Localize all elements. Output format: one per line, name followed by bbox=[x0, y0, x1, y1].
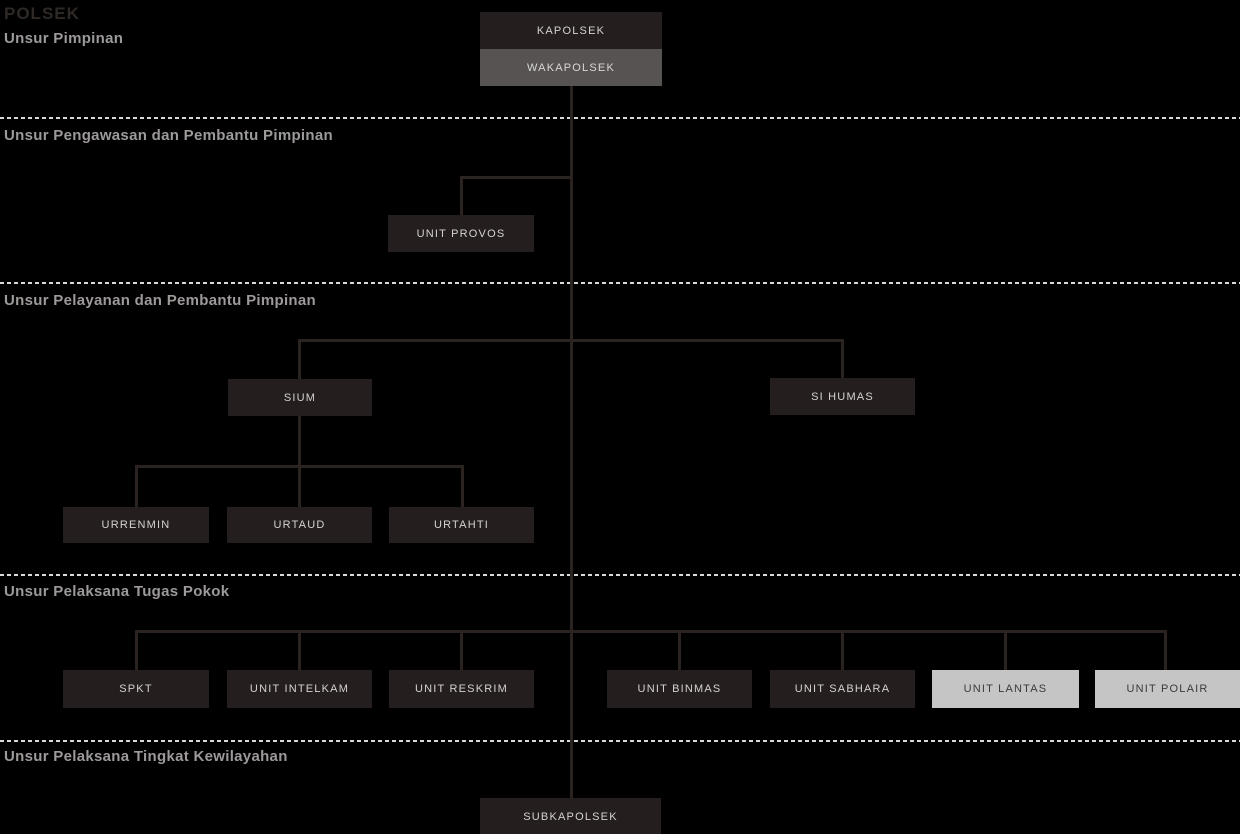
org-node-unit-provos: UNIT PROVOS bbox=[388, 215, 534, 252]
org-node-unit-reskrim: UNIT RESKRIM bbox=[389, 670, 534, 708]
org-node-subkapolsek: SUBKAPOLSEK bbox=[480, 798, 661, 834]
connector-sihumas-stub bbox=[841, 339, 844, 378]
org-node-spkt: SPKT bbox=[63, 670, 209, 708]
section-label-tugas-pokok: Unsur Pelaksana Tugas Pokok bbox=[4, 583, 230, 600]
connector-sium-stub bbox=[298, 339, 301, 380]
connector-spkt-stub bbox=[135, 630, 138, 670]
section-divider bbox=[0, 282, 1240, 284]
connector-polair-stub bbox=[1164, 630, 1167, 670]
connector-lantas-stub bbox=[1004, 630, 1007, 670]
connector-reskrim-stub bbox=[460, 630, 463, 670]
connector-provos-stub bbox=[460, 176, 463, 215]
section-divider bbox=[0, 117, 1240, 119]
org-node-unit-lantas: UNIT LANTAS bbox=[932, 670, 1079, 708]
connector-urrenmin-stub bbox=[135, 465, 138, 507]
org-node-kapolsek: KAPOLSEK bbox=[480, 12, 662, 49]
org-node-sium: SIUM bbox=[228, 379, 372, 416]
connector-row-tugas-pokok-horizontal bbox=[135, 630, 1167, 633]
org-node-urtahti: URTAHTI bbox=[389, 507, 534, 543]
org-node-unit-sabhara: UNIT SABHARA bbox=[770, 670, 915, 708]
connector-main-vertical bbox=[570, 86, 573, 798]
connector-binmas-stub bbox=[678, 630, 681, 670]
org-node-wakapolsek: WAKAPOLSEK bbox=[480, 49, 662, 86]
org-node-urrenmin: URRENMIN bbox=[63, 507, 209, 543]
section-label-pelayanan: Unsur Pelayanan dan Pembantu Pimpinan bbox=[4, 292, 317, 309]
section-divider bbox=[0, 740, 1240, 742]
org-node-unit-polair: UNIT POLAIR bbox=[1095, 670, 1240, 708]
org-node-si-humas: SI HUMAS bbox=[770, 378, 915, 415]
connector-sium-down bbox=[298, 416, 301, 467]
org-node-urtaud: URTAUD bbox=[227, 507, 372, 543]
org-node-unit-binmas: UNIT BINMAS bbox=[607, 670, 752, 708]
page-title: POLSEK bbox=[4, 4, 80, 23]
section-label-kewilayahan: Unsur Pelaksana Tingkat Kewilayahan bbox=[4, 748, 288, 765]
section-divider bbox=[0, 574, 1240, 576]
section-label-pengawasan: Unsur Pengawasan dan Pembantu Pimpinan bbox=[4, 127, 333, 144]
connector-intelkam-stub bbox=[298, 630, 301, 670]
connector-urtaud-stub bbox=[298, 465, 301, 507]
connector-sabhara-stub bbox=[841, 630, 844, 670]
org-node-unit-intelkam: UNIT INTELKAM bbox=[227, 670, 372, 708]
connector-provos-horizontal bbox=[460, 176, 572, 179]
section-label-pimpinan: Unsur Pimpinan bbox=[4, 30, 124, 47]
connector-urtahti-stub bbox=[461, 465, 464, 507]
connector-row-pelayanan-horizontal bbox=[298, 339, 844, 342]
